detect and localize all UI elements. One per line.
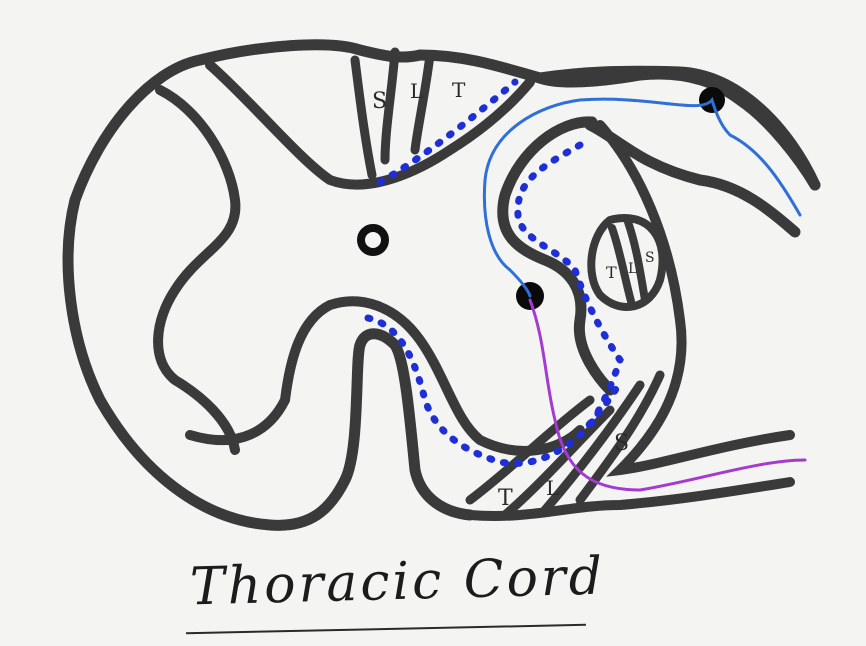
- lateral-label-l: L: [628, 261, 637, 277]
- central-canal: [361, 228, 385, 252]
- diagram-caption: Thoracic Cord: [189, 547, 605, 618]
- ventral-label-l: L: [546, 476, 559, 500]
- lateral-label-t: T: [606, 263, 617, 282]
- dorsal-label-t: T: [452, 78, 466, 102]
- dorsal-label-s: S: [372, 89, 387, 114]
- gray-matter-left: [158, 90, 235, 450]
- ventral-label-t: T: [498, 486, 513, 511]
- dorsal-dotted-pathway: [380, 82, 515, 182]
- lateral-label-s: S: [645, 250, 655, 266]
- dorsal-label-l: L: [410, 79, 423, 103]
- ventral-label-s: S: [614, 431, 629, 456]
